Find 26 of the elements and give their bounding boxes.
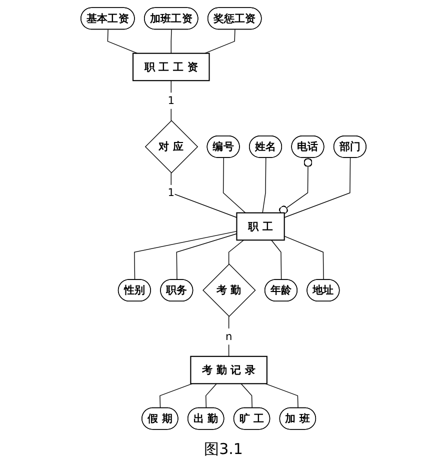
edge-label: n bbox=[225, 330, 232, 343]
connector bbox=[271, 240, 282, 280]
edge-label: 1 bbox=[168, 94, 175, 107]
connector bbox=[279, 158, 313, 215]
connector bbox=[228, 316, 230, 357]
connector bbox=[240, 383, 252, 408]
node-box: 职 工 工 资 bbox=[132, 52, 210, 82]
connector bbox=[222, 158, 246, 214]
node-diamond: 考 勤 bbox=[202, 264, 256, 317]
connector bbox=[134, 230, 238, 280]
connector bbox=[228, 240, 244, 265]
node-box: 职 工 bbox=[236, 212, 285, 241]
node-diamond: 对 应 bbox=[144, 120, 198, 174]
edge-label: 1 bbox=[168, 186, 175, 200]
connector bbox=[160, 383, 193, 408]
node-box: 考 勤 记 录 bbox=[190, 356, 268, 384]
connector bbox=[206, 383, 217, 408]
connector bbox=[170, 29, 172, 54]
connector bbox=[176, 233, 238, 280]
connector bbox=[265, 383, 298, 408]
connector bbox=[284, 158, 351, 218]
figure-caption: 图3.1 bbox=[204, 440, 243, 458]
connector bbox=[204, 29, 236, 54]
connector bbox=[107, 29, 138, 54]
connector bbox=[170, 172, 238, 218]
connector bbox=[262, 158, 266, 214]
